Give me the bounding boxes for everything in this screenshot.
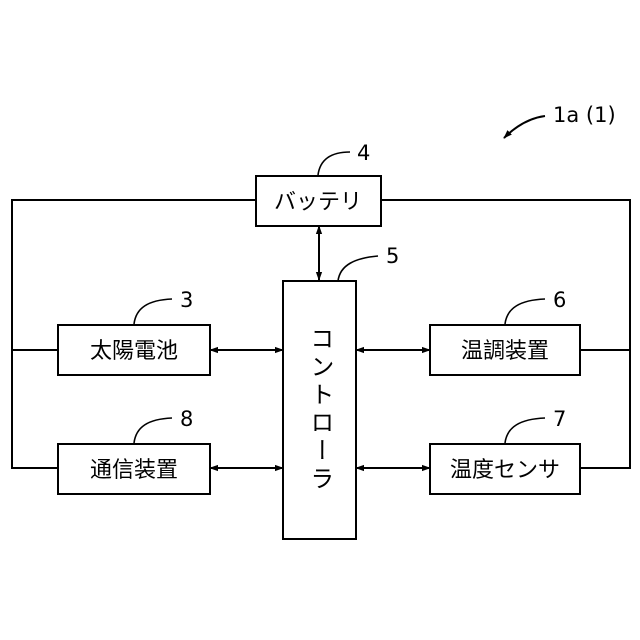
ref-3: 3 (180, 288, 193, 312)
leader-5 (338, 256, 378, 281)
battery-block: バッテリ (256, 176, 381, 226)
controller-label: コントローラ (306, 326, 334, 494)
leader-3 (134, 299, 172, 324)
leader-6 (505, 299, 545, 324)
solar-cell-label: 太陽電池 (90, 339, 178, 364)
leader-8 (134, 418, 172, 443)
ref-4: 4 (357, 141, 370, 165)
ref-7: 7 (553, 407, 566, 431)
figure-ref: 1a (1) (553, 103, 616, 127)
comm-device-label: 通信装置 (90, 458, 178, 483)
figure-ref-arrow (504, 116, 545, 138)
ref-8: 8 (180, 407, 193, 431)
leader-7 (505, 418, 545, 443)
controller-block: コントローラ (283, 281, 356, 539)
ref-6: 6 (553, 288, 566, 312)
temp-control-label: 温調装置 (461, 339, 549, 364)
temp-sensor-block: 温度センサ (430, 444, 580, 494)
ref-5: 5 (386, 244, 399, 268)
temp-control-block: 温調装置 (430, 325, 580, 375)
battery-label: バッテリ (274, 190, 362, 215)
solar-cell-block: 太陽電池 (58, 325, 210, 375)
comm-device-block: 通信装置 (58, 444, 210, 494)
temp-sensor-label: 温度センサ (450, 458, 560, 483)
leader-4 (318, 152, 350, 175)
